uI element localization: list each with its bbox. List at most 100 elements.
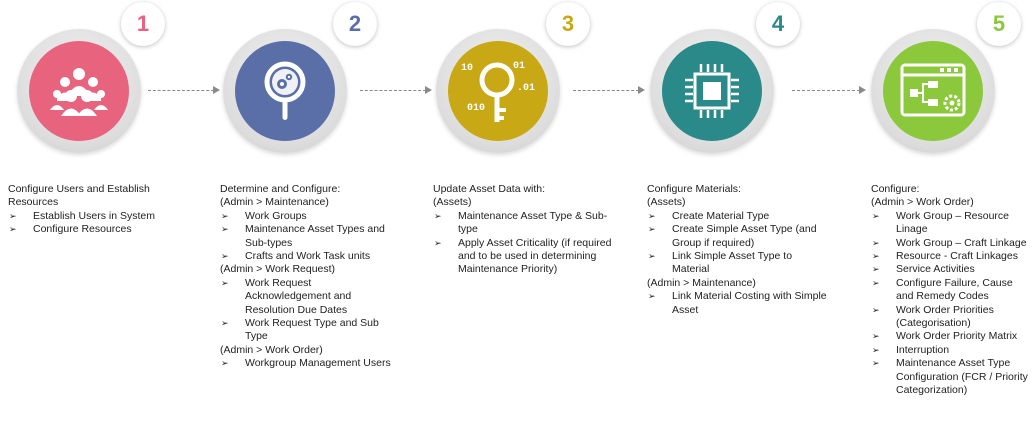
arrow-bullet-icon: ➢: [872, 251, 880, 262]
bullet-item: ➢Service Activities: [871, 263, 1031, 276]
bullet-text: Work Request Type and Sub Type: [245, 317, 379, 343]
microchip-icon: [685, 64, 739, 118]
arrow-bullet-icon: ➢: [872, 277, 880, 288]
arrow-1-2: [148, 86, 220, 94]
bullet-item: ➢ Establish Users in System: [8, 210, 208, 223]
step-1-circle: [17, 29, 141, 153]
heading-line: Configure Users and Establish: [8, 183, 150, 195]
arrow-bullet-icon: ➢: [648, 251, 656, 262]
bullet-text: Work Request Acknowledgement and Resolut…: [245, 276, 352, 316]
heading-line: (Admin > Maintenance): [647, 276, 756, 289]
bullet-text: Crafts and Work Task units: [245, 250, 371, 263]
people-group-icon: [50, 68, 108, 116]
bullet-text: Work Group – Craft Linkage: [896, 236, 1027, 249]
step-3-number-badge: 3: [546, 2, 590, 46]
step-2-disc: [235, 41, 335, 141]
arrow-4-5: [792, 86, 866, 94]
bullet-text: Work Order Priorities (Categorisation): [896, 303, 994, 330]
arrow-bullet-icon: ➢: [648, 210, 656, 221]
arrow-bullet-icon: ➢: [434, 210, 442, 221]
bullet-item: ➢ Work Request Acknowledgement and Resolu…: [220, 277, 420, 317]
bullet-text: Configure Failure, Cause and Remedy Code…: [896, 276, 1013, 303]
bullet-item: ➢ Create Material Type: [647, 210, 857, 223]
arrow-bullet-icon: ➢: [221, 358, 229, 369]
arrow-bullet-icon: ➢: [221, 224, 229, 235]
bullet-text: Work Order Priority Matrix: [896, 330, 1018, 343]
arrow-bullet-icon: ➢: [872, 210, 880, 221]
bullet-item: ➢ Create Simple Asset Type (and Group if …: [647, 223, 857, 250]
heading-line: (Admin > Work Order): [871, 196, 974, 209]
svg-text:010: 010: [467, 103, 485, 114]
arrow-bullet-icon: ➢: [648, 291, 656, 302]
key-binary-icon: 10 01 .01 010: [461, 61, 535, 122]
bullet-item: ➢ Apply Asset Criticality (if required an…: [433, 237, 633, 277]
step-2-circle: [223, 29, 347, 153]
heading-line: Resources: [8, 196, 59, 209]
bullet-item: ➢ Link Material Costing with Simple Asset: [647, 290, 857, 317]
step-1-number-badge: 1: [121, 2, 165, 46]
workflow-window-icon: [900, 63, 966, 117]
step-5-description: Configure:(Admin > Work Order)➢Work Grou…: [871, 183, 1031, 398]
bullet-text: Service Activities: [896, 263, 975, 276]
bullet-item: ➢ Interruption: [871, 344, 1031, 357]
step-4-description: Configure Materials:(Assets)➢Create Mate…: [647, 183, 857, 317]
bullet-text: Configure Resources: [33, 223, 132, 236]
bullet-text: Maintenance Asset Type & Sub-type: [458, 209, 608, 236]
heading-line: Update Asset Data with:: [433, 183, 546, 195]
arrow-bullet-icon: ➢: [9, 210, 17, 221]
arrow-bullet-icon: ➢: [221, 251, 229, 262]
bullet-text: Work Groups: [245, 209, 307, 222]
arrow-bullet-icon: ➢: [872, 331, 880, 342]
bullet-text: Link Simple Asset Type to Material: [672, 250, 793, 276]
bullet-item: ➢ Crafts and Work Task units: [220, 250, 420, 263]
bullet-item: ➢ Work Groups: [220, 210, 420, 223]
arrow-bullet-icon: ➢: [221, 277, 229, 288]
arrow-3-4: [573, 86, 645, 94]
bullet-item: ➢ Workgroup Management Users: [220, 357, 420, 370]
heading-line: (Assets): [647, 196, 686, 209]
step-5-disc: [883, 41, 983, 141]
arrow-bullet-icon: ➢: [872, 344, 880, 355]
bullet-text: Interruption: [896, 343, 950, 356]
arrow-bullet-icon: ➢: [434, 237, 442, 248]
bullet-item: ➢ Resource - Craft Linkages: [871, 250, 1031, 263]
bullet-text: Apply Asset Criticality (if required and…: [458, 236, 612, 276]
arrow-bullet-icon: ➢: [221, 210, 229, 221]
bullet-item: ➢ Work Order Priority Matrix: [871, 330, 1031, 343]
step-4-number-badge: 4: [756, 2, 800, 46]
arrow-bullet-icon: ➢: [872, 237, 880, 248]
bullet-text: Establish Users in System: [33, 209, 155, 222]
step-2-description: Determine and Configure:(Admin > Mainten…: [220, 183, 420, 371]
step-5-number-badge: 5: [977, 2, 1021, 46]
heading-line: (Assets): [433, 196, 472, 209]
heading-line: (Admin > Work Request): [220, 263, 336, 276]
arrow-bullet-icon: ➢: [648, 224, 656, 235]
arrow-bullet-icon: ➢: [9, 224, 17, 235]
arrow-bullet-icon: ➢: [872, 358, 880, 369]
step-4-circle: [650, 29, 774, 153]
step-1-disc: [29, 41, 129, 141]
bullet-item: ➢ Work Group – Craft Linkage: [871, 237, 1031, 250]
bullet-text: Link Material Costing with Simple Asset: [672, 290, 827, 316]
arrow-2-3: [360, 86, 432, 94]
bullet-text: Maintenance Asset Type Configuration (FC…: [896, 357, 1028, 397]
bullet-text: Create Simple Asset Type (and Group if r…: [672, 223, 817, 249]
svg-text:10: 10: [461, 63, 473, 74]
step-2-number-badge: 2: [333, 2, 377, 46]
svg-text:01: 01: [513, 61, 525, 72]
bullet-text: Resource - Craft Linkages: [896, 250, 1018, 263]
heading-line: Configure:: [871, 183, 920, 195]
bullet-item: ➢ Configure Resources: [8, 223, 208, 236]
bullet-text: Create Material Type: [672, 209, 770, 222]
bullet-item: ➢ Link Simple Asset Type to Material: [647, 250, 857, 277]
step-5-circle: [871, 29, 995, 153]
arrow-bullet-icon: ➢: [221, 318, 229, 329]
heading-line: (Admin > Work Order): [220, 343, 323, 356]
bullet-text: Work Group – Resource Linage: [896, 209, 1010, 236]
arrow-bullet-icon: ➢: [872, 304, 880, 315]
heading-line: Configure Materials:: [647, 183, 741, 195]
bullet-item: ➢ Work Request Type and Sub Type: [220, 317, 420, 344]
step-4-disc: [662, 41, 762, 141]
step-3-disc: 10 01 .01 010: [448, 41, 548, 141]
bullet-text: Workgroup Management Users: [245, 357, 391, 370]
